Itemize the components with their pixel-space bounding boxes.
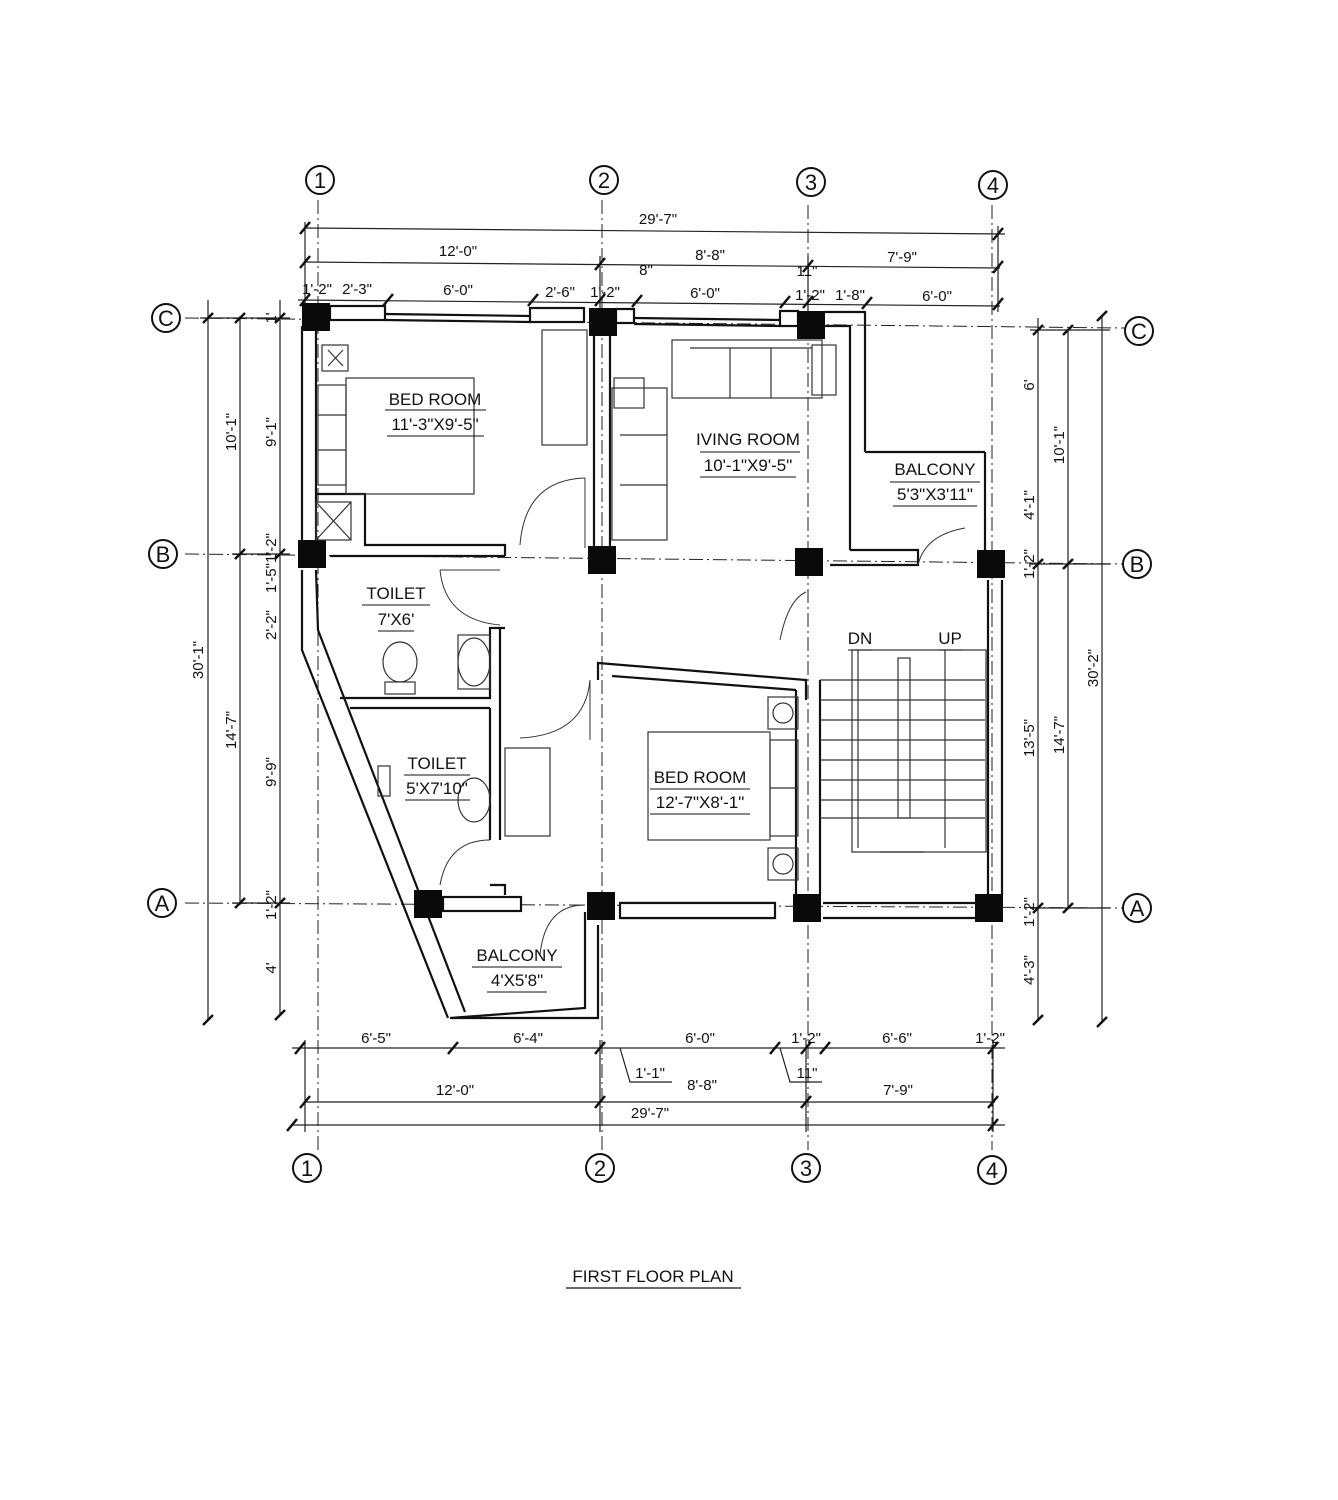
dim-top-d9: 1'-2": [795, 287, 825, 304]
dim-bottom-d6: 1'-2": [975, 1030, 1005, 1047]
dim-right-in-6: 4'-3": [1021, 955, 1038, 985]
dim-bottom-mid-2: 8'-8": [687, 1077, 717, 1094]
dim-top-total: 29'-7": [639, 211, 677, 228]
dim-left-in-1: 1': [263, 312, 280, 323]
dim-bottom-small-1: 1'-1": [635, 1065, 665, 1082]
grid-col-3-top: 3: [805, 170, 817, 195]
dim-left-in-2: 9'-1": [263, 417, 280, 447]
grid-row-a-left: A: [155, 891, 170, 916]
grid-col-2-bottom: 2: [594, 1156, 606, 1181]
balcony-1-size: 5'3"X3'11": [897, 485, 973, 504]
dim-bottom-d2: 6'-4": [513, 1030, 543, 1047]
toilet-1-size: 7'X6': [378, 610, 415, 629]
bedroom-2-name: BED ROOM: [654, 768, 747, 787]
furniture: [315, 329, 987, 881]
dim-top-d3: 6'-0": [443, 282, 473, 299]
dim-left-in-3: 1'-2": [263, 533, 280, 563]
dim-top-d8: 11": [797, 263, 818, 280]
dim-right-in-5: 1'-2": [1021, 897, 1038, 927]
dim-bottom-total: 29'-7": [631, 1105, 669, 1122]
walls: [300, 304, 1004, 1020]
dim-top-mid-1: 12'-0": [439, 243, 477, 260]
dim-top-d2: 2'-3": [342, 281, 372, 298]
balcony-2-name: BALCONY: [476, 946, 557, 965]
dim-left-in-5: 2'-2": [263, 610, 280, 640]
dim-top-d10: 1'-8": [835, 287, 865, 304]
dim-top-d6: 8": [639, 262, 653, 279]
grid-lines: [184, 200, 1126, 1150]
dim-right-in-1: 6': [1021, 379, 1038, 390]
dim-right-mid-2: 14'-7": [1051, 716, 1068, 754]
dim-top-d11: 6'-0": [922, 288, 952, 305]
grid-row-b-left: B: [156, 542, 171, 567]
door-swings: [439, 477, 966, 956]
toilet-icon: [382, 641, 418, 683]
dim-left-outer: 30'-1": [190, 641, 207, 679]
balcony-2-size: 4'X5'8": [491, 971, 543, 990]
grid-row-c-right: C: [1131, 319, 1147, 344]
grid-col-4-bottom: 4: [986, 1158, 998, 1183]
bedroom-2-size: 12'-7"X8'-1": [656, 793, 745, 812]
dim-right-mid-1: 10'-1": [1051, 426, 1068, 464]
dim-right-in-3: 1'-2": [1021, 549, 1038, 579]
dim-bottom-small-2: 11": [797, 1065, 818, 1082]
dim-right-in-2: 4'-1": [1021, 490, 1038, 520]
dim-top-d1: 1'-2": [302, 281, 332, 298]
grid-col-1-bottom: 1: [301, 1156, 313, 1181]
bedroom-1-name: BED ROOM: [389, 390, 482, 409]
dimension-labels-top: 29'-7" 12'-0" 8'-8" 7'-9" 1'-2" 2'-3" 6'…: [302, 211, 952, 305]
dimension-lines: [200, 222, 1110, 1132]
living-room-name: IVING ROOM: [696, 430, 800, 449]
dim-top-mid-3: 7'-9": [887, 249, 917, 266]
dim-bottom-d1: 6'-5": [361, 1030, 391, 1047]
dimension-labels-left: 30'-1" 10'-1" 14'-7" 1' 9'-1" 1'-2" 1'-5…: [190, 312, 280, 973]
staircase: [820, 649, 987, 853]
grid-col-4-top: 4: [987, 173, 999, 198]
dim-bottom-mid-3: 7'-9": [883, 1082, 913, 1099]
sofa-icon: [671, 339, 823, 399]
dimension-ticks: [202, 221, 1108, 1132]
drawing-title: FIRST FLOOR PLAN: [572, 1267, 733, 1286]
toilet-1-name: TOILET: [366, 584, 425, 603]
dim-bottom-d3: 6'-0": [685, 1030, 715, 1047]
grid-row-b-right: B: [1130, 552, 1145, 577]
grid-col-3-bottom: 3: [800, 1156, 812, 1181]
bedroom-1-size: 11'-3"X9'-5": [391, 415, 478, 434]
grid-bubble-labels: 1 2 3 4 1 2 3 4 C B A C B A: [155, 168, 1147, 1183]
room-labels: BED ROOM 11'-3"X9'-5" IVING ROOM 10'-1"X…: [362, 390, 980, 993]
grid-bubbles: [147, 165, 1154, 1185]
dim-right-in-4: 13'-5": [1021, 719, 1038, 757]
toilet-2-name: TOILET: [407, 754, 466, 773]
living-room-size: 10'-1"X9'-5": [704, 456, 793, 475]
dim-bottom-d4: 1'-2": [791, 1030, 821, 1047]
dim-left-in-8: 4': [263, 962, 280, 973]
dim-bottom-d5: 6'-6": [882, 1030, 912, 1047]
dimension-labels-right: 30'-2" 10'-1" 14'-7" 6' 4'-1" 1'-2" 13'-…: [1021, 379, 1102, 985]
balcony-1-name: BALCONY: [894, 460, 975, 479]
dim-top-d4: 2'-6": [545, 284, 575, 301]
dim-top-mid-2: 8'-8": [695, 247, 725, 264]
grid-col-1-top: 1: [314, 168, 326, 193]
grid-row-a-right: A: [1130, 896, 1145, 921]
dim-left-in-6: 9'-9": [263, 757, 280, 787]
grid-col-2-top: 2: [598, 168, 610, 193]
toilet-2-size: 5'X7'10": [406, 779, 468, 798]
dim-left-mid-1: 10'-1": [223, 413, 240, 451]
dim-top-d7: 6'-0": [690, 285, 720, 302]
stair-up-label: UP: [938, 629, 962, 648]
dim-left-in-7: 1'-2": [263, 890, 280, 920]
washbasin-icon: [457, 637, 491, 687]
dim-left-in-4: 1'-5": [263, 563, 280, 593]
dim-right-outer: 30'-2": [1085, 649, 1102, 687]
dim-top-d5: 1'-2": [590, 284, 620, 301]
dim-bottom-mid-1: 12'-0": [436, 1082, 474, 1099]
columns: [298, 303, 1005, 922]
stair-down-label: DN: [848, 629, 873, 648]
grid-row-c-left: C: [158, 306, 174, 331]
dim-left-mid-2: 14'-7": [223, 711, 240, 749]
dimension-labels-bottom: 6'-5" 6'-4" 6'-0" 1'-2" 6'-6" 1'-2" 1'-1…: [361, 1030, 1005, 1122]
